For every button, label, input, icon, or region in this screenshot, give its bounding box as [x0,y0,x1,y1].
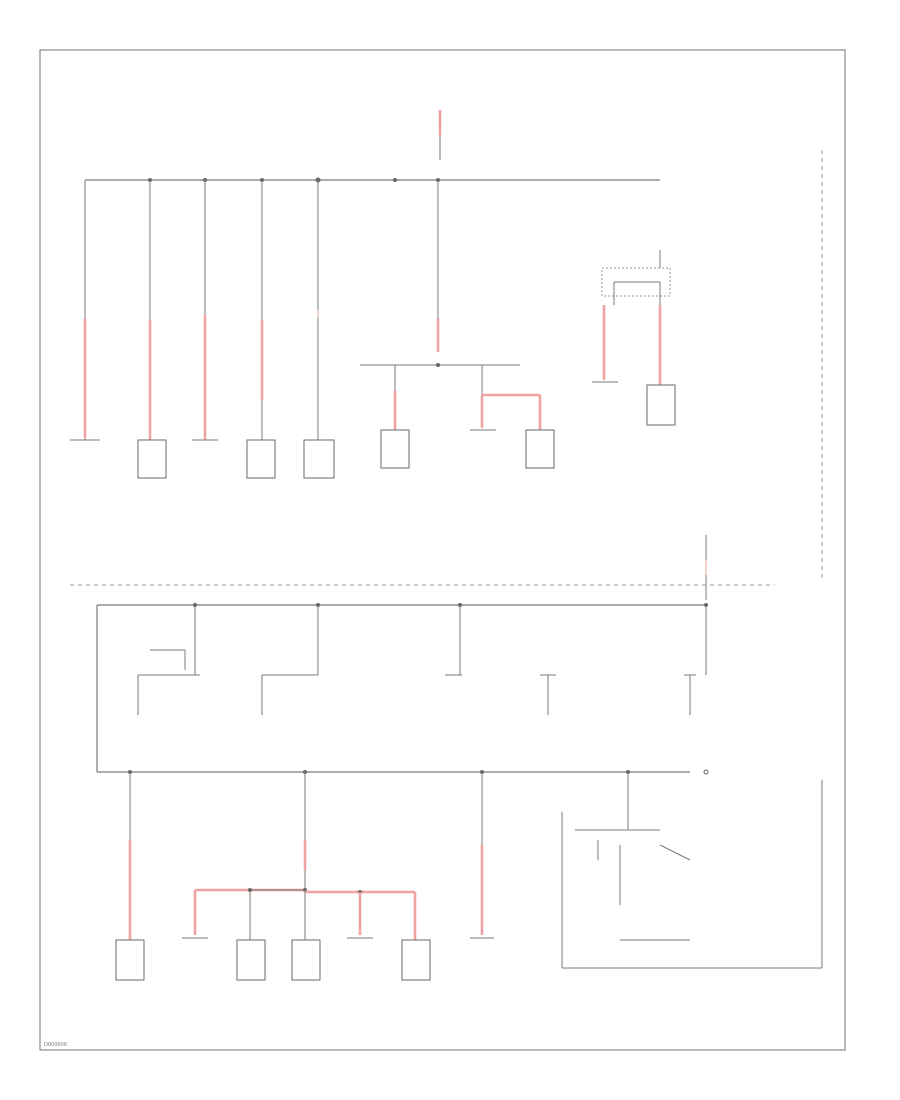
lower-bus-loop [96,603,709,775]
relay-box-lower [561,772,823,969]
branch-5 [303,180,335,479]
switch-group [137,605,707,715]
middle-distribution [360,180,555,469]
diagram-frame [39,49,846,1051]
relay-group-top [592,250,676,426]
branch-4 [246,180,276,479]
page-code: D000000 [44,1042,67,1048]
branch-2 [137,180,167,479]
branch-3 [192,180,218,441]
branch-1 [70,180,100,441]
lower-branch-3 [470,772,494,939]
lower-branch-2 [182,772,431,981]
lower-branch-1 [115,772,145,981]
